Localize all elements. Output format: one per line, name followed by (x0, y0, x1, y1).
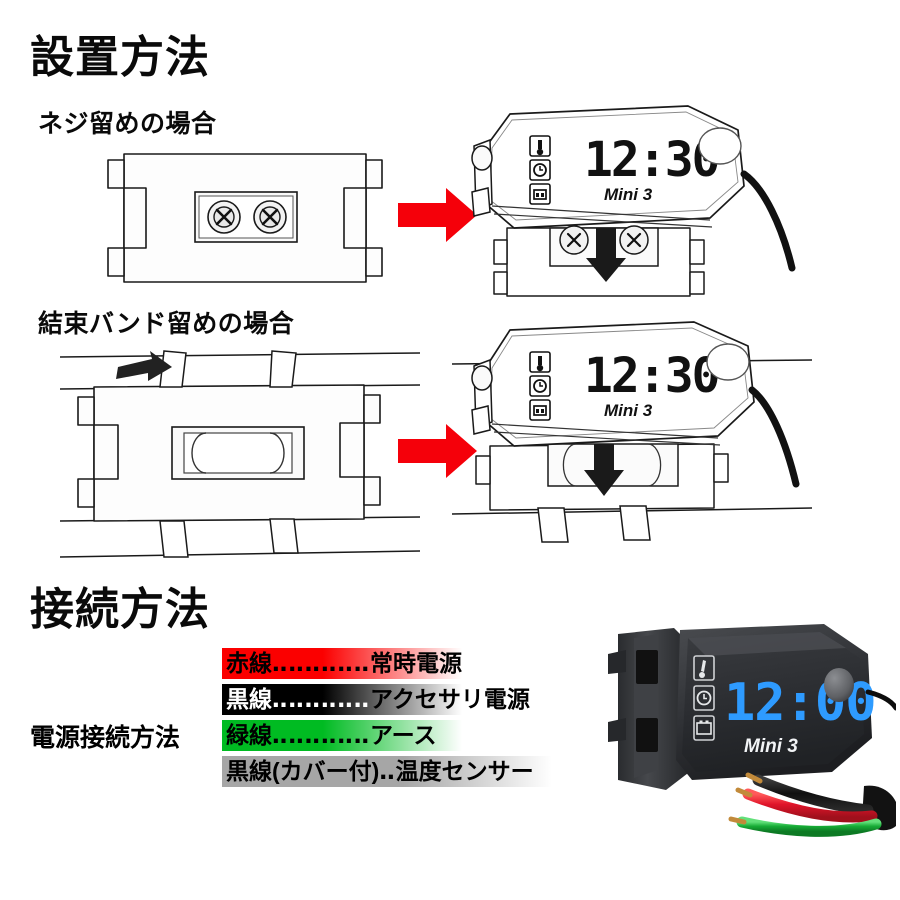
legend-destination: 温度センサー (395, 758, 534, 784)
connection-section-heading: 接続方法 (30, 585, 210, 634)
bracket-cable-tie-drawing (60, 350, 420, 558)
legend-wire-name: 赤線 (226, 650, 272, 676)
legend-dots: ‥‥‥‥‥‥ (272, 686, 371, 712)
temperature-sensor-cable (865, 689, 896, 711)
legend-row: 緑線‥‥‥‥‥‥アース (222, 720, 622, 753)
legend-wire-name: 緑線 (226, 722, 272, 748)
thermometer-icon (693, 655, 715, 681)
legend-swatch-green (222, 720, 462, 751)
device-product-photo: 12:00 Mini 3 (608, 624, 896, 837)
black-wire (752, 774, 874, 816)
green-wire (736, 816, 882, 837)
device-mode-button[interactable] (824, 668, 854, 702)
band-direction-arrow-icon (116, 351, 172, 381)
legend-wire-name: 黒線(カバー付) (226, 758, 380, 784)
legend-destination: アース (370, 722, 437, 748)
green-wire-conductor (728, 816, 747, 825)
legend-wire-name: 黒線 (226, 686, 272, 712)
black-wire-conductor (745, 772, 763, 784)
install-section-heading: 設置方法 (30, 33, 210, 82)
device-drawing-button-2 (706, 343, 750, 381)
legend-swatch-gray (222, 756, 552, 787)
device-drawing-cable-2 (748, 386, 800, 488)
case-label-screw: ネジ留めの場合 (38, 110, 217, 138)
screw-right (253, 200, 287, 234)
battery-icon (693, 715, 715, 741)
device-mount-clips (608, 628, 692, 790)
device-drawing-button (698, 127, 742, 165)
legend-row: 黒線(カバー付)‥温度センサー (222, 756, 622, 789)
wiring-legend: 赤線‥‥‥‥‥‥常時電源 黒線‥‥‥‥‥‥アクセサリ電源 緑線‥‥‥‥‥‥アース… (222, 648, 622, 792)
screw-left (207, 200, 241, 234)
legend-row: 赤線‥‥‥‥‥‥常時電源 (222, 648, 622, 681)
bracket-screw-drawing (107, 153, 383, 283)
legend-destination: アクセサリ電源 (370, 686, 530, 712)
device-drawing-brand: Mini 3 (604, 185, 653, 204)
case-label-cable-tie: 結束バンド留めの場合 (38, 310, 295, 338)
legend-dots: ‥ (379, 758, 396, 784)
legend-swatch-black (222, 684, 462, 715)
device-drawing-brand-2: Mini 3 (604, 401, 653, 420)
assembly-arrow-icon-2 (398, 424, 477, 478)
clock-icon (693, 685, 715, 711)
red-wire (742, 788, 878, 823)
device-drawing-display: 12:30 (584, 132, 719, 188)
power-connection-label: 電源接続方法 (30, 724, 181, 752)
legend-dots: ‥‥‥‥‥‥ (272, 722, 371, 748)
legend-destination: 常時電源 (370, 650, 463, 676)
legend-dots: ‥‥‥‥‥‥ (272, 650, 371, 676)
device-face (682, 632, 864, 772)
device-drawing-cable (740, 170, 796, 272)
insert-direction-arrow-icon (586, 228, 626, 282)
device-drawing-display-2: 12:30 (584, 348, 719, 404)
insert-direction-arrow-icon-2 (584, 444, 624, 496)
device-mount-cable-tie-drawing: 12:30 Mini 3 (452, 321, 812, 543)
red-wire-conductor (735, 787, 753, 798)
device-mount-screw-drawing: 12:30 Mini 3 (471, 105, 796, 297)
device-brand-label: Mini 3 (744, 736, 798, 757)
legend-swatch-red (222, 648, 462, 679)
mode-icon-group (693, 655, 715, 741)
assembly-arrow-icon (398, 188, 477, 242)
legend-row: 黒線‥‥‥‥‥‥アクセサリ電源 (222, 684, 622, 717)
